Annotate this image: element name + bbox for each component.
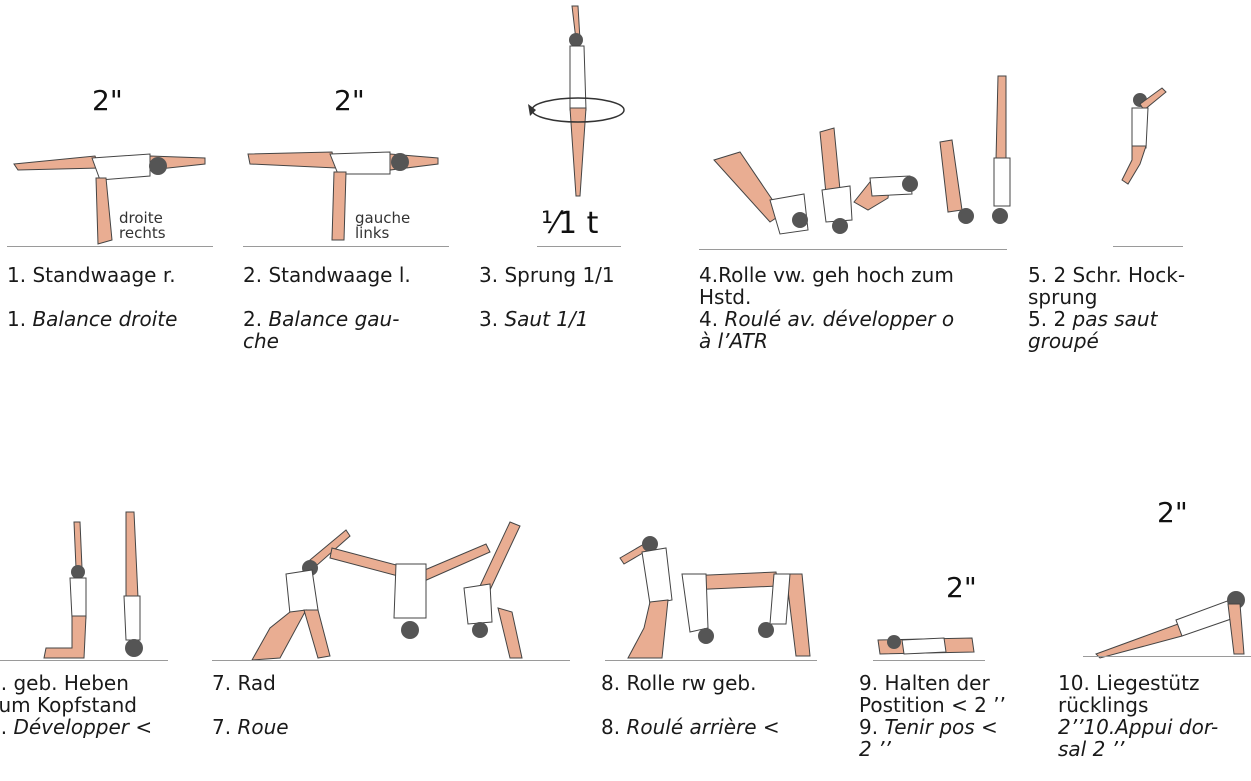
caption-element-3: 3. Sprung 1/1 3. Saut 1/1 [479, 264, 615, 330]
figure-sprung-jump-turn [520, 0, 630, 200]
turn-label: ⅟1 t [541, 206, 598, 241]
duration-label-1: 2" [92, 84, 123, 117]
duration-label-10: 2" [1157, 496, 1188, 529]
caption-fr-8: 8. Roulé arrière < [601, 716, 780, 738]
caption-element-2: 2. Standwaage l. 2. Balance gau- che [243, 264, 411, 352]
caption-de-7: 7. Rad [212, 672, 289, 694]
ground-line-6 [0, 660, 168, 661]
caption-de-3: 3. Sprung 1/1 [479, 264, 615, 286]
figure-standwaage-right [0, 140, 220, 250]
caption-de-9: 9. Halten der [859, 672, 1006, 694]
caption-de-5b: sprung [1028, 286, 1185, 308]
figure-hocksprung [1110, 64, 1170, 194]
figure-liegestuetz-ruecklings [1090, 580, 1251, 660]
caption-de-4: 4.Rolle vw. geh hoch zum [699, 264, 954, 286]
caption-de-6b: zum Kopfstand [0, 694, 152, 716]
ground-line-5 [1113, 246, 1183, 247]
caption-fr-4b: à l’ATR [699, 330, 954, 352]
caption-fr-3: 3. Saut 1/1 [479, 308, 615, 330]
caption-fr-10: 2’’10.Appui dor- [1058, 716, 1218, 738]
caption-fr-1: 1. Balance droite [7, 308, 177, 330]
caption-fr-5b: groupé [1028, 330, 1185, 352]
caption-fr-6: 6. Développer < [0, 716, 152, 738]
caption-element-5: 5. 2 Schr. Hock- sprung 5. 2 pas saut gr… [1028, 264, 1185, 352]
figure-kopfstand [30, 508, 160, 663]
duration-label-2: 2" [334, 84, 365, 117]
ground-line-8 [605, 660, 817, 661]
side-label-rechts: rechts [119, 226, 166, 241]
caption-fr-2b: che [243, 330, 411, 352]
ground-line-4 [699, 249, 1007, 250]
figure-halten-position [872, 630, 982, 662]
caption-fr-9: 9. Tenir pos < [859, 716, 1006, 738]
caption-fr-2: 2. Balance gau- [243, 308, 411, 330]
caption-element-6: 6. geb. Heben zum Kopfstand 6. Développe… [0, 672, 152, 738]
ground-line-3 [537, 246, 621, 247]
figure-standwaage-left [240, 140, 460, 250]
figure-rolle-rueckwaerts [610, 528, 820, 663]
caption-fr-4: 4. Roulé av. développer o [699, 308, 954, 330]
figure-rad-cartwheel [240, 518, 560, 663]
caption-element-7: 7. Rad 7. Roue [212, 672, 289, 738]
caption-de-5: 5. 2 Schr. Hock- [1028, 264, 1185, 286]
caption-element-8: 8. Rolle rw geb. 8. Roulé arrière < [601, 672, 780, 738]
caption-de-1: 1. Standwaage r. [7, 264, 177, 286]
caption-element-10: 10. Liegestütz rücklings 2’’10.Appui dor… [1058, 672, 1218, 760]
caption-element-1: 1. Standwaage r. 1. Balance droite [7, 264, 177, 330]
caption-element-9: 9. Halten der Postition < 2 ’’ 9. Tenir … [859, 672, 1006, 760]
caption-de-8: 8. Rolle rw geb. [601, 672, 780, 694]
caption-de-10: 10. Liegestütz [1058, 672, 1218, 694]
ground-line-7 [212, 660, 570, 661]
caption-de-4b: Hstd. [699, 286, 954, 308]
caption-fr-5: 5. 2 pas saut [1028, 308, 1185, 330]
ground-line-9 [873, 660, 985, 661]
figure-rolle-vorwaerts-handstand [700, 70, 1020, 250]
ground-line-2 [243, 246, 449, 247]
caption-de-2: 2. Standwaage l. [243, 264, 411, 286]
caption-de-10b: rücklings [1058, 694, 1218, 716]
caption-fr-9b: 2 ’’ [859, 738, 1006, 760]
ground-line-1 [7, 246, 213, 247]
ground-line-10 [1083, 656, 1251, 657]
caption-de-6: 6. geb. Heben [0, 672, 152, 694]
caption-element-4: 4.Rolle vw. geh hoch zum Hstd. 4. Roulé … [699, 264, 954, 352]
duration-label-9: 2" [946, 571, 977, 604]
side-label-links: links [355, 226, 389, 241]
caption-fr-7: 7. Roue [212, 716, 289, 738]
caption-de-9b: Postition < 2 ’’ [859, 694, 1006, 716]
caption-fr-10b: sal 2 ’’ [1058, 738, 1218, 760]
